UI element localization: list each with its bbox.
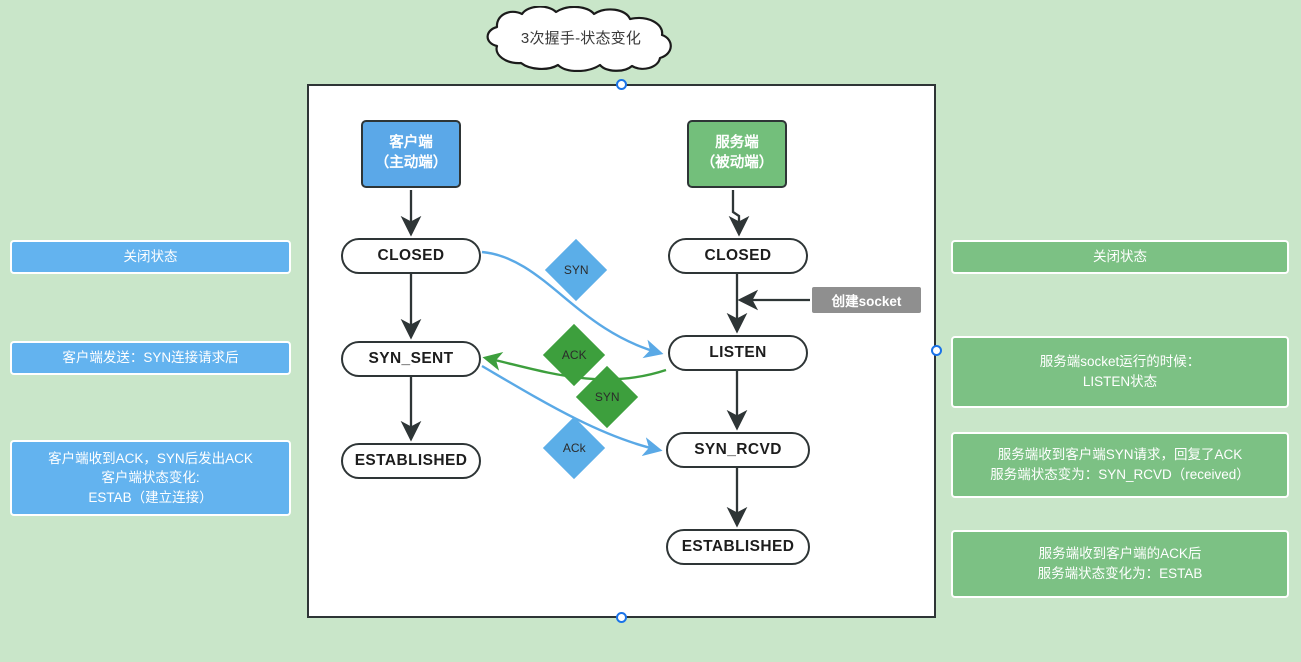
- state-client-syn-sent[interactable]: SYN_SENT: [341, 341, 481, 377]
- note-right-listen-text: 服务端socket运行的时候： LISTEN状态: [1039, 354, 1201, 389]
- client-column-header[interactable]: 客户端 （主动端）: [361, 120, 461, 188]
- selection-handle-right[interactable]: [931, 345, 942, 356]
- note-right-closed[interactable]: 关闭状态: [951, 240, 1289, 274]
- edge-label-ack-1-text: ACK: [561, 348, 587, 362]
- note-right-established[interactable]: 服务端收到客户端的ACK后 服务端状态变化为：ESTAB: [951, 530, 1289, 598]
- server-column-header[interactable]: 服务端 （被动端）: [687, 120, 787, 188]
- note-left-closed[interactable]: 关闭状态: [10, 240, 291, 274]
- state-server-closed[interactable]: CLOSED: [668, 238, 808, 274]
- client-header-line1: 客户端: [389, 135, 433, 152]
- note-right-syn-rcvd[interactable]: 服务端收到客户端SYN请求，回复了ACK 服务端状态变为：SYN_RCVD（re…: [951, 432, 1289, 498]
- create-socket-tag[interactable]: 创建socket: [812, 287, 921, 313]
- note-left-closed-text: 关闭状态: [123, 249, 178, 265]
- state-server-established[interactable]: ESTABLISHED: [666, 529, 810, 565]
- selection-handle-top[interactable]: [616, 79, 627, 90]
- note-left-established-text: 客户端收到ACK，SYN后发出ACK 客户端状态变化: ESTAB（建立连接）: [48, 450, 253, 505]
- title-cloud-text: 3次握手-状态变化: [520, 29, 642, 47]
- client-header-line2: （主动端）: [374, 155, 448, 171]
- note-right-closed-text: 关闭状态: [1093, 249, 1147, 265]
- note-right-listen[interactable]: 服务端socket运行的时候： LISTEN状态: [951, 336, 1289, 408]
- title-cloud[interactable]: 3次握手-状态变化: [478, 5, 684, 73]
- edge-label-syn-1-text: SYN: [563, 263, 589, 277]
- state-server-listen[interactable]: LISTEN: [668, 335, 808, 371]
- server-header-line1: 服务端: [715, 135, 759, 152]
- cloud-shape-icon: [486, 5, 672, 73]
- state-client-closed[interactable]: CLOSED: [341, 238, 481, 274]
- state-client-established[interactable]: ESTABLISHED: [341, 443, 481, 479]
- edge-label-syn-2-text: SYN: [594, 390, 620, 404]
- server-header-line2: （被动端）: [700, 155, 774, 171]
- note-right-syn-rcvd-text: 服务端收到客户端SYN请求，回复了ACK 服务端状态变为：SYN_RCVD（re…: [990, 447, 1250, 482]
- state-server-syn-rcvd[interactable]: SYN_RCVD: [666, 432, 810, 468]
- edge-label-ack-2-text: ACk: [562, 440, 586, 455]
- note-left-syn-sent[interactable]: 客户端发送：SYN连接请求后: [10, 341, 291, 375]
- selection-handle-bottom[interactable]: [616, 612, 627, 623]
- note-left-established[interactable]: 客户端收到ACK，SYN后发出ACK 客户端状态变化: ESTAB（建立连接）: [10, 440, 291, 516]
- note-right-established-text: 服务端收到客户端的ACK后 服务端状态变化为：ESTAB: [1037, 546, 1203, 581]
- note-left-syn-sent-text: 客户端发送：SYN连接请求后: [62, 350, 239, 366]
